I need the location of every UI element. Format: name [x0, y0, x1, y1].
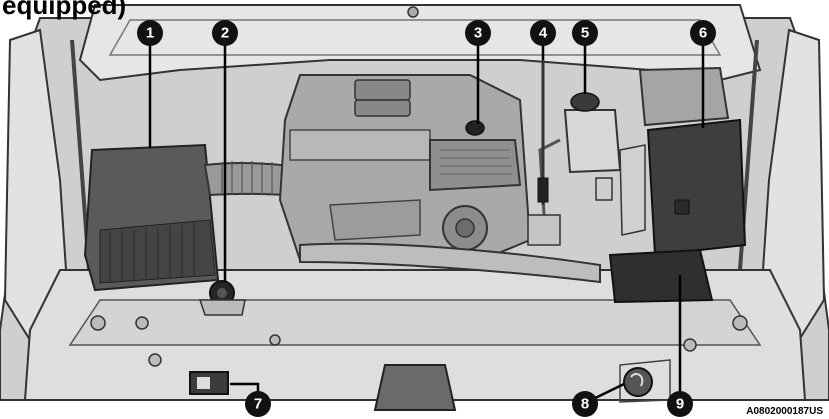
engine-cover: [430, 140, 520, 190]
svg-text:4: 4: [539, 25, 548, 42]
svg-text:2: 2: [221, 25, 229, 42]
svg-text:7: 7: [254, 396, 262, 413]
callout-7: 7: [245, 391, 271, 417]
image-code-label: A0802000187US: [746, 406, 823, 417]
callout-1: 1: [137, 20, 163, 46]
svg-text:1: 1: [146, 25, 154, 42]
svg-text:8: 8: [581, 396, 589, 413]
hood-latch: [375, 365, 455, 410]
callout-2: 2: [212, 20, 238, 46]
callout-3: 3: [465, 20, 491, 46]
washer-fluid-cap: [624, 368, 652, 396]
svg-text:5: 5: [581, 25, 589, 42]
svg-text:6: 6: [699, 25, 707, 42]
brake-fluid-reservoir: [565, 110, 620, 172]
callout-6: 6: [690, 20, 716, 46]
svg-text:9: 9: [676, 396, 684, 413]
callout-8: 8: [572, 391, 598, 417]
figure-caption-fragment: equipped): [2, 0, 126, 21]
power-distribution-center: [610, 250, 712, 302]
callout-4: 4: [530, 20, 556, 46]
battery: [648, 120, 745, 255]
callout-9: 9: [667, 391, 693, 417]
svg-text:3: 3: [474, 25, 482, 42]
callout-5: 5: [572, 20, 598, 46]
